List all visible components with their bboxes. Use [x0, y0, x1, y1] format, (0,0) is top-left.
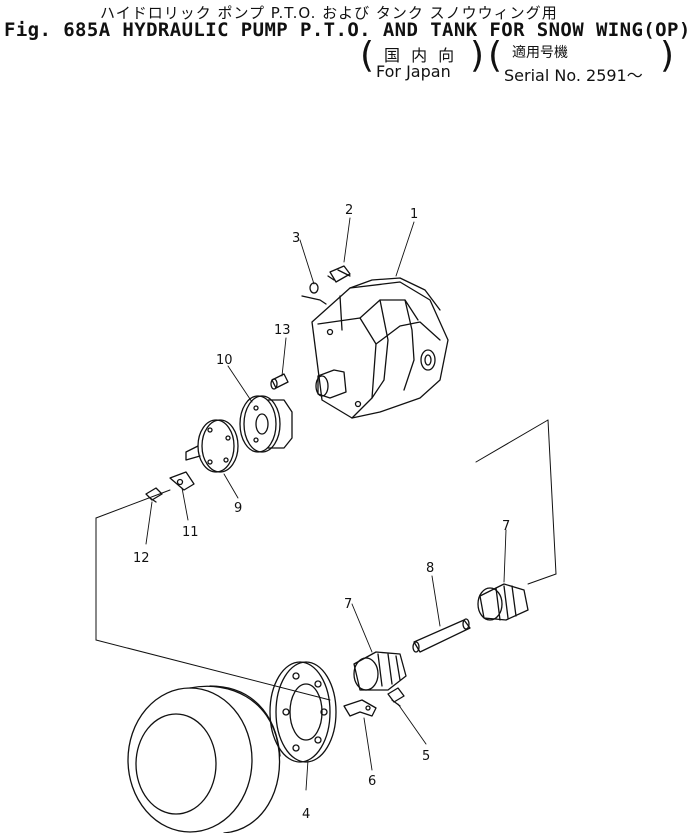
serial-jp: 適用号機 — [512, 45, 568, 61]
lock-plate-6 — [343, 699, 377, 717]
callout-8: 8 — [426, 561, 434, 576]
callout-numbers: 1 2 3 13 10 9 11 12 7 8 7 4 5 6 — [133, 203, 510, 822]
callout-4: 4 — [302, 807, 310, 822]
shaft-8 — [412, 618, 471, 653]
right-paren-1: ) — [470, 35, 485, 76]
universal-joint-7b — [353, 651, 407, 691]
callout-6: 6 — [368, 774, 376, 789]
japanese-title: ハイドロリック ポンプ P.T.O. および タンク スノウウィング用 — [100, 4, 558, 22]
callout-2: 2 — [345, 203, 353, 218]
hydraulic-pump — [311, 277, 449, 419]
callout-9: 9 — [234, 501, 242, 516]
bolt-12 — [145, 487, 163, 503]
coupling-flange-10 — [239, 395, 293, 453]
washer-3 — [301, 282, 327, 305]
flange-shaft-9 — [185, 419, 239, 473]
pto-flange-4 — [269, 661, 337, 763]
figure-title: Fig. 685A HYDRAULIC PUMP P.T.O. AND TANK… — [4, 19, 691, 41]
domestic-jp: 国 内 向 — [384, 46, 458, 65]
domestic-en: For Japan — [376, 62, 451, 81]
bolt-5 — [387, 687, 405, 707]
bolt-2 — [327, 265, 351, 283]
callout-7-upper: 7 — [502, 519, 510, 534]
callout-3: 3 — [292, 231, 300, 246]
left-paren-1: ( — [360, 35, 375, 76]
serial-en: Serial No. 2591～ — [504, 66, 643, 85]
callout-13: 13 — [274, 323, 291, 338]
callout-12: 12 — [133, 551, 150, 566]
callout-1: 1 — [410, 207, 418, 222]
callout-11: 11 — [182, 525, 199, 540]
callout-5: 5 — [422, 749, 430, 764]
drum-housing — [127, 685, 281, 833]
universal-joint-7a — [477, 583, 529, 621]
leader-lines — [145, 217, 507, 791]
right-paren-2: ) — [660, 35, 675, 76]
grease-fitting-13 — [270, 373, 289, 390]
callout-7-lower: 7 — [344, 597, 352, 612]
callout-10: 10 — [216, 353, 233, 368]
left-paren-2: ( — [488, 35, 503, 76]
driveline-leader — [95, 419, 557, 701]
lock-plate-11 — [169, 471, 195, 491]
